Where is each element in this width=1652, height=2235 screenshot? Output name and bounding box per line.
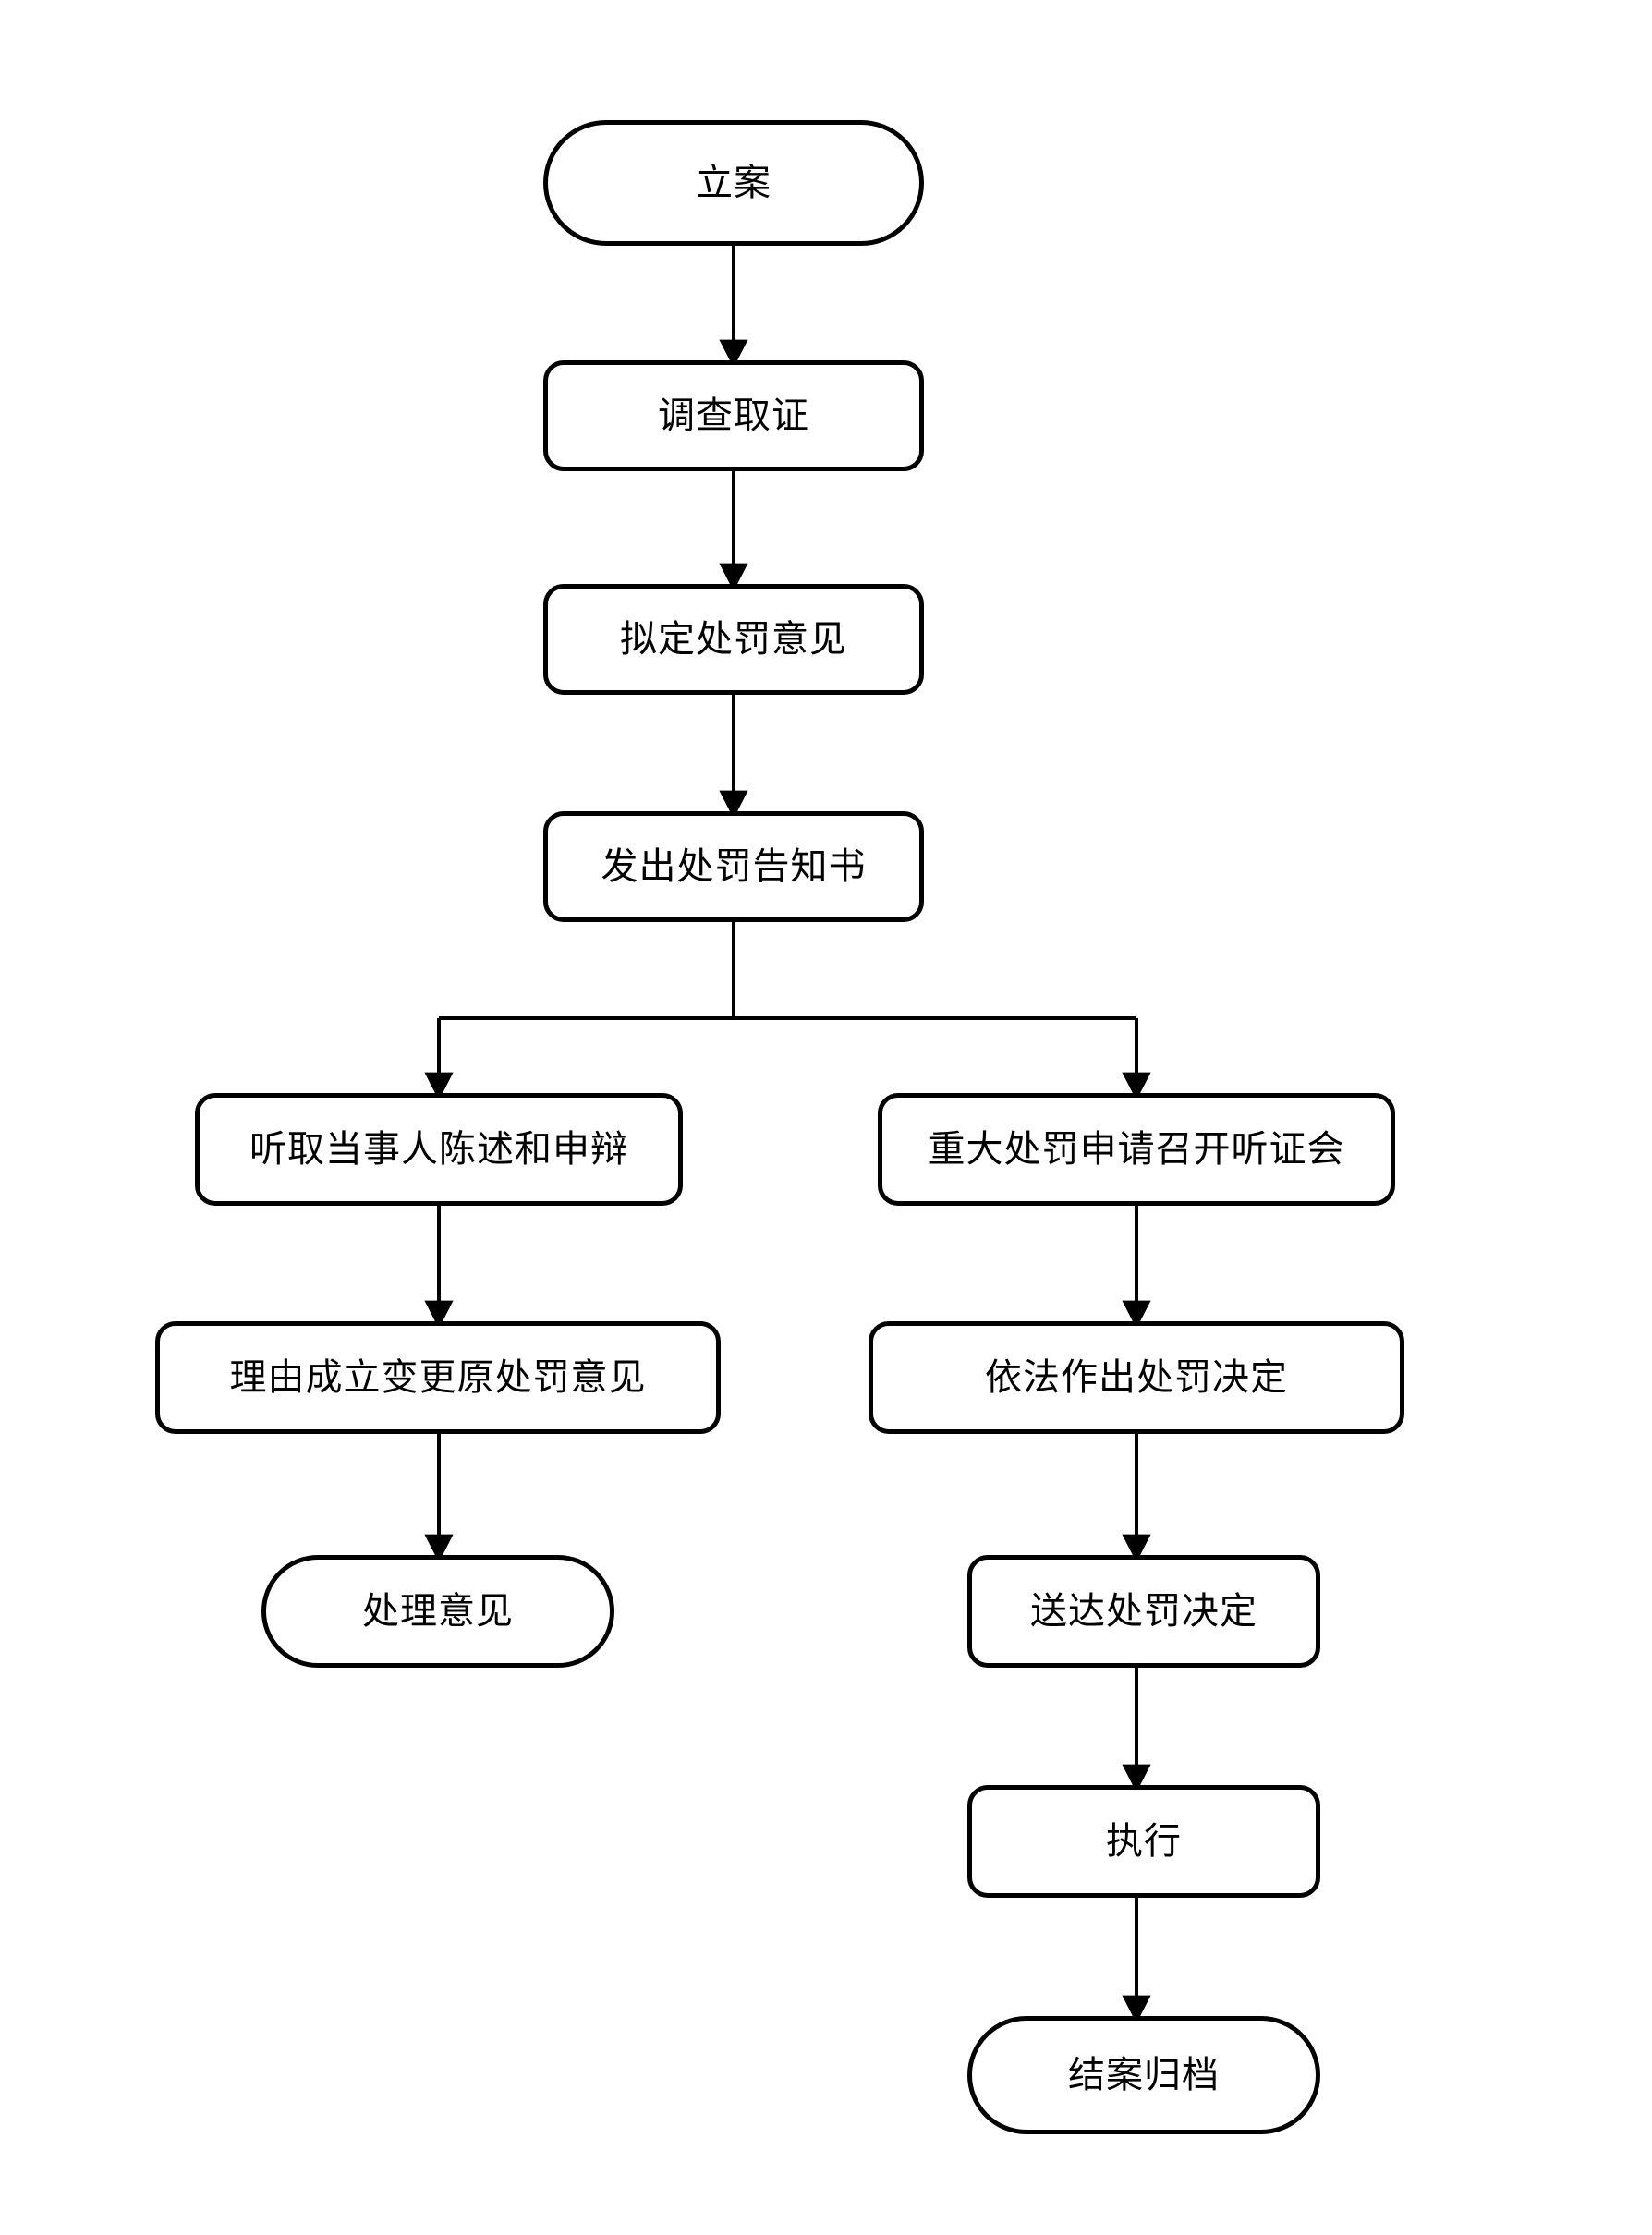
node-handling-opinion[interactable]: 处理意见 xyxy=(261,1555,614,1668)
node-label: 结案归档 xyxy=(1068,2054,1220,2095)
node-label: 发出处罚告知书 xyxy=(601,845,867,887)
node-reason-valid-amend-opinion[interactable]: 理由成立变更原处罚意见 xyxy=(155,1321,721,1434)
node-label: 重大处罚申请召开听证会 xyxy=(928,1128,1345,1170)
node-close-case-archive[interactable]: 结案归档 xyxy=(967,2016,1320,2134)
node-start-case-filing[interactable]: 立案 xyxy=(543,120,924,246)
node-label: 立案 xyxy=(696,162,771,203)
node-label: 执行 xyxy=(1106,1820,1182,1862)
node-major-penalty-hearing-request[interactable]: 重大处罚申请召开听证会 xyxy=(878,1093,1395,1206)
node-issue-penalty-notice[interactable]: 发出处罚告知书 xyxy=(543,811,924,922)
node-investigation-evidence[interactable]: 调查取证 xyxy=(543,360,924,471)
node-hear-party-statement-defense[interactable]: 听取当事人陈述和申辩 xyxy=(195,1093,683,1206)
node-draft-penalty-opinion[interactable]: 拟定处罚意见 xyxy=(543,584,924,695)
node-serve-penalty-decision[interactable]: 送达处罚决定 xyxy=(967,1555,1320,1668)
node-label: 理由成立变更原处罚意见 xyxy=(229,1356,647,1398)
node-execute[interactable]: 执行 xyxy=(967,1785,1320,1898)
node-label: 听取当事人陈述和申辩 xyxy=(249,1128,628,1170)
node-label: 依法作出处罚决定 xyxy=(985,1356,1288,1398)
node-label: 拟定处罚意见 xyxy=(620,618,847,660)
node-label: 调查取证 xyxy=(658,395,809,436)
node-label: 送达处罚决定 xyxy=(1030,1590,1257,1632)
node-lawful-penalty-decision[interactable]: 依法作出处罚决定 xyxy=(869,1321,1404,1434)
node-label: 处理意见 xyxy=(362,1590,514,1632)
